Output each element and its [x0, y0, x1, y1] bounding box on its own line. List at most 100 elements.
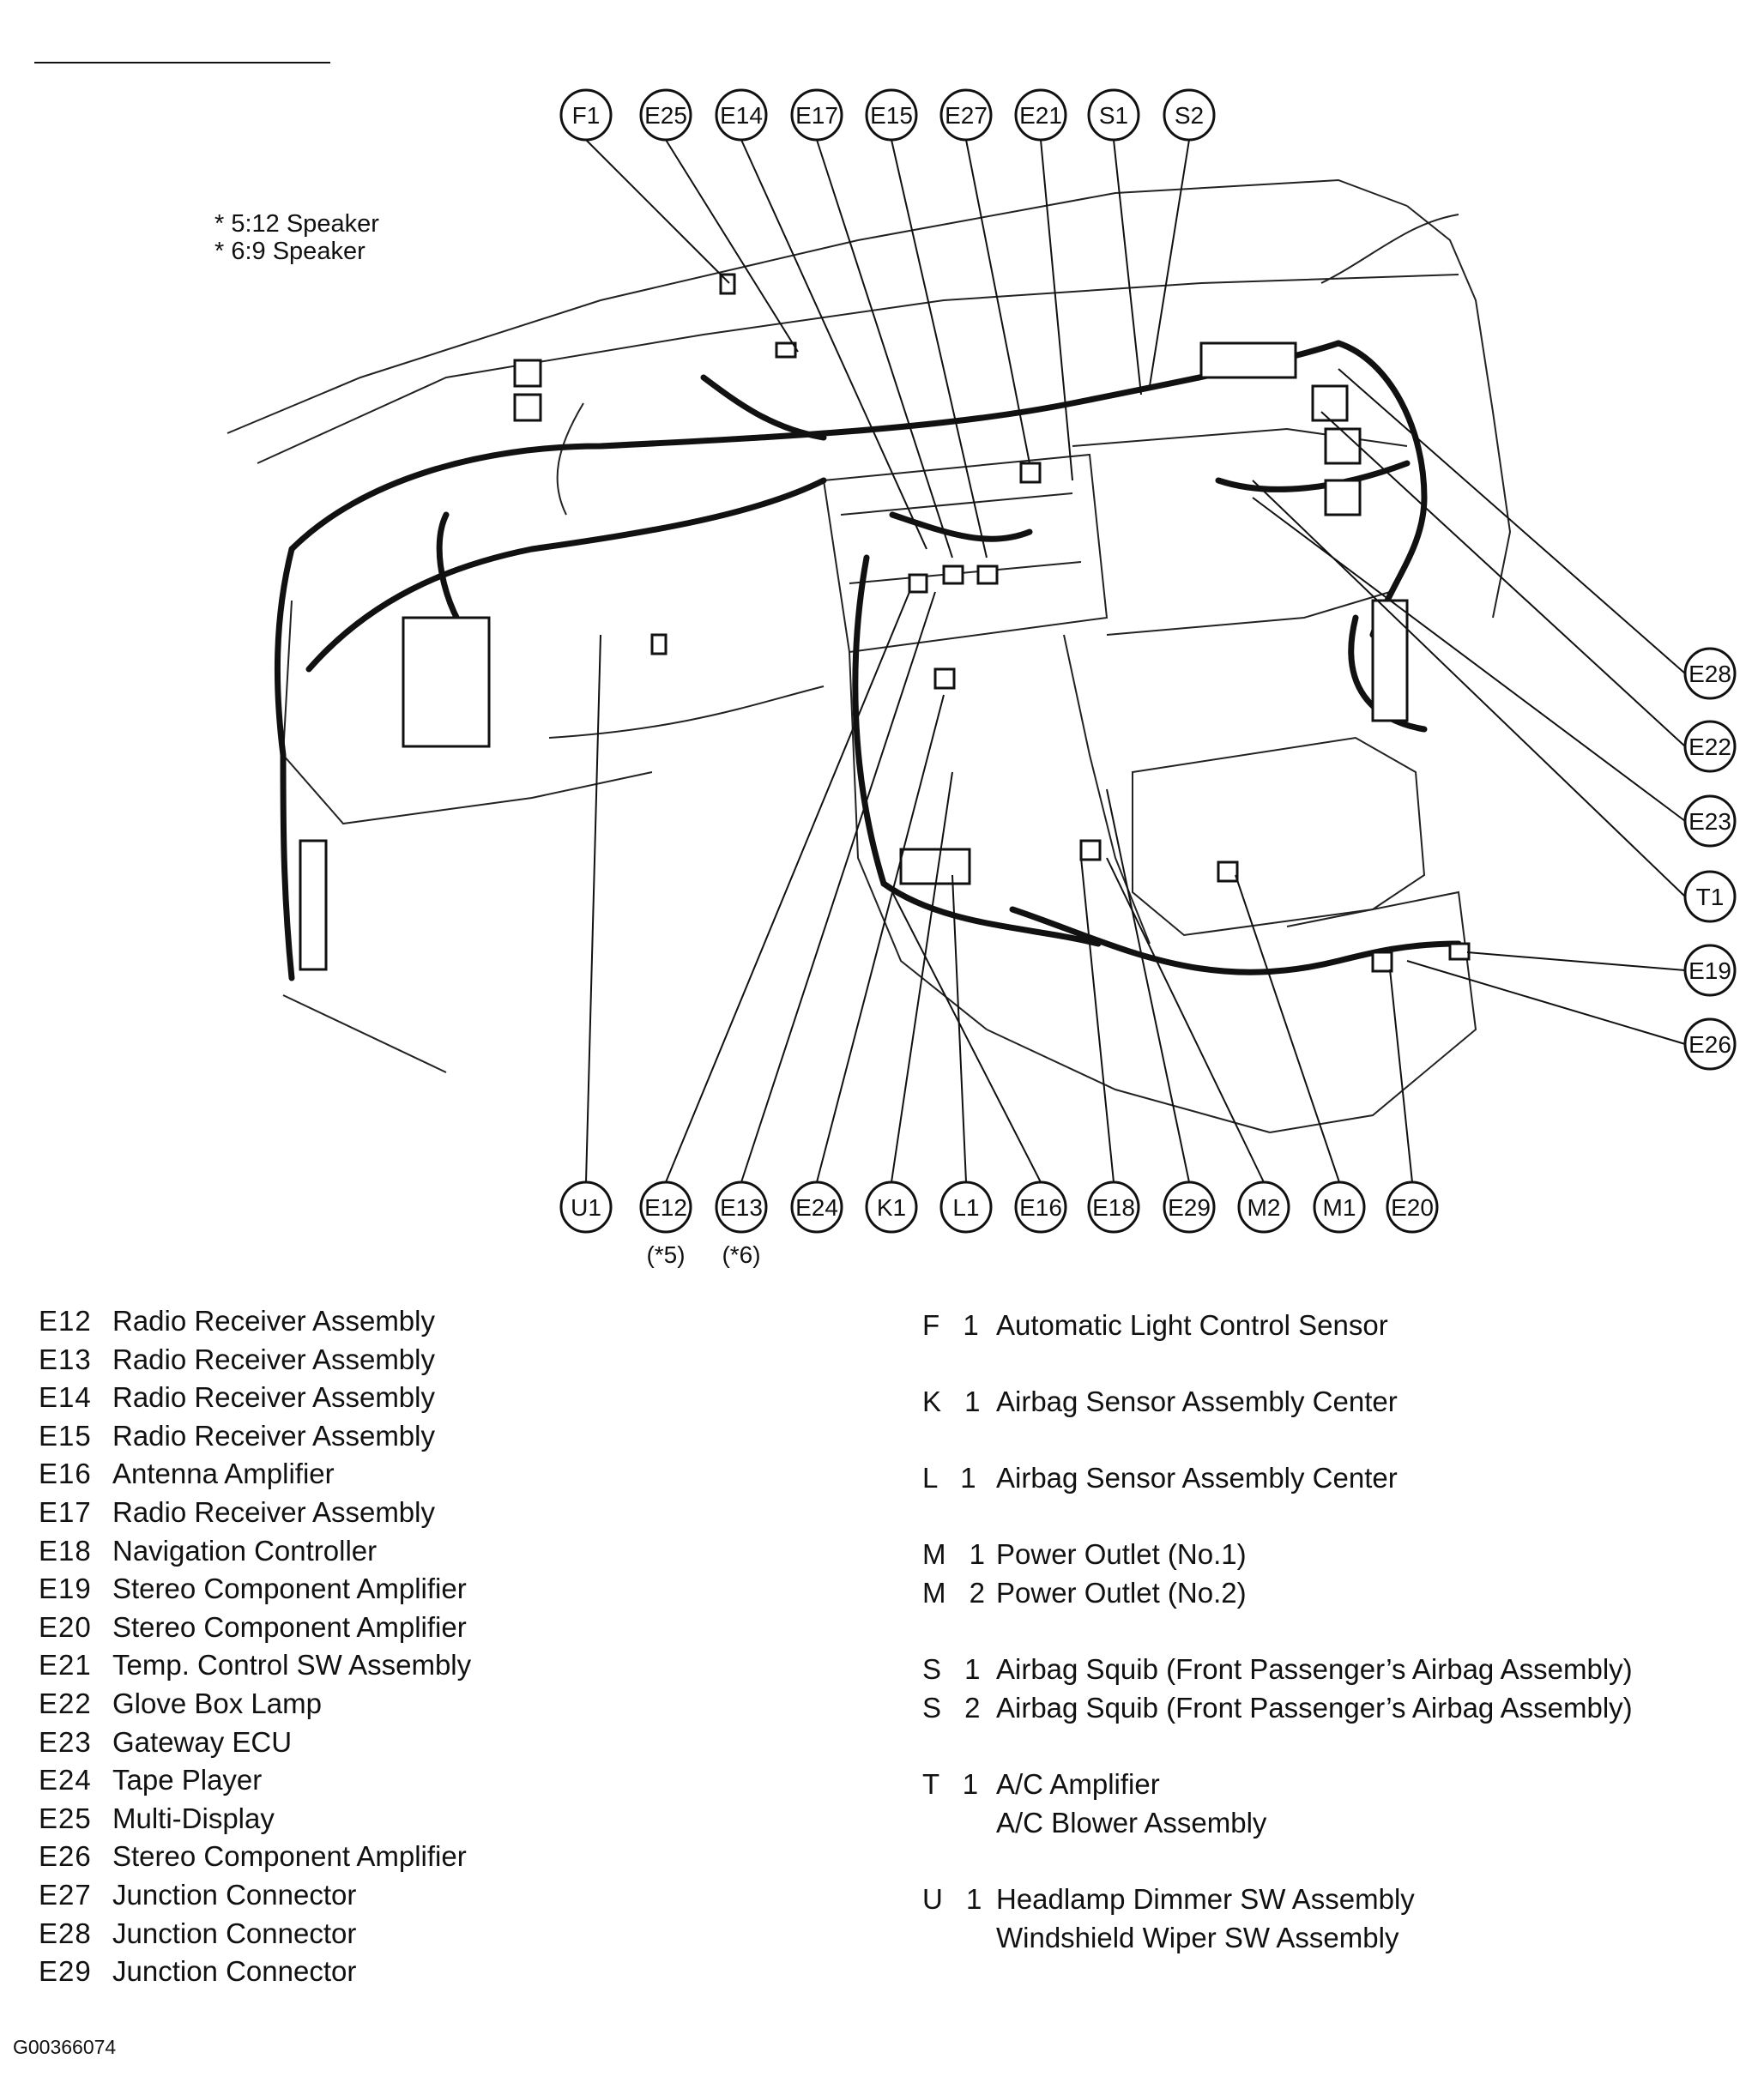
- connector: [1019, 462, 1042, 484]
- callout-e20: E20: [1386, 1180, 1439, 1234]
- leader-line: [1113, 139, 1142, 395]
- legend-desc: Airbag Sensor Assembly Center: [996, 1462, 1398, 1494]
- callout-circle: [790, 1180, 843, 1234]
- callout-e13: E13(*6): [715, 1180, 768, 1268]
- callout-label: E16: [1019, 1194, 1062, 1221]
- legend-desc: Stereo Component Amplifier: [112, 1610, 467, 1643]
- callout-circle: [1237, 1180, 1290, 1234]
- callout-e26: E26: [1683, 1017, 1737, 1071]
- legend-code: E19: [39, 1573, 92, 1605]
- callout-label: E21: [1019, 102, 1062, 129]
- main-harness-lower: [305, 477, 827, 673]
- legend-code: L 1: [922, 1462, 976, 1494]
- legend-desc: Radio Receiver Assembly: [112, 1305, 435, 1337]
- connector: [719, 273, 736, 295]
- connector: [1448, 942, 1471, 961]
- callout-l1: L1: [939, 1180, 993, 1234]
- glovebox-edge: [1072, 427, 1408, 447]
- connector: [1199, 341, 1297, 379]
- legend-desc: Airbag Squib (Front Passenger’s Airbag A…: [996, 1692, 1633, 1724]
- legend-code: E23: [39, 1725, 92, 1758]
- leader-line: [816, 694, 945, 1183]
- connector: [942, 565, 964, 585]
- legend-code: E17: [39, 1495, 92, 1528]
- connector: [775, 341, 797, 359]
- callout-circle: [639, 88, 692, 142]
- legend-desc: Antenna Amplifier: [112, 1458, 335, 1490]
- connector: [299, 839, 328, 971]
- callout-e12: E12(*5): [639, 1180, 692, 1268]
- callout-circle: [1087, 1180, 1140, 1234]
- leader-line: [1235, 874, 1340, 1183]
- callout-label: E14: [720, 102, 763, 129]
- callout-circle: [1683, 944, 1737, 997]
- leader-line: [891, 891, 1042, 1183]
- dash-upper-line: [257, 274, 1459, 464]
- legend-desc: Junction Connector: [112, 1917, 357, 1949]
- legend-code: E25: [39, 1802, 92, 1834]
- harness-upper-branch: [700, 374, 827, 441]
- legend-desc: A/C Amplifier: [996, 1768, 1160, 1800]
- callout-label: E13: [720, 1194, 763, 1221]
- callout-t1: T1: [1683, 870, 1737, 923]
- callout-label: E17: [795, 102, 838, 129]
- leader-line: [1149, 139, 1190, 387]
- callout-circle: [1163, 1180, 1216, 1234]
- callout-circle: [1014, 88, 1067, 142]
- legend-desc: Navigation Controller: [112, 1534, 378, 1567]
- callout-label: L1: [952, 1194, 979, 1221]
- callout-e24: E24: [790, 1180, 843, 1234]
- legend-code: E20: [39, 1610, 92, 1643]
- connector: [976, 565, 999, 585]
- callout-e16: E16: [1014, 1180, 1067, 1234]
- connector: [933, 667, 956, 690]
- callout-circle: [1087, 88, 1140, 142]
- legend-desc: Tape Player: [112, 1764, 263, 1796]
- figure-id: G00366074: [13, 2036, 117, 2058]
- legend-desc: Radio Receiver Assembly: [112, 1381, 435, 1414]
- callout-m2: M2: [1237, 1180, 1290, 1234]
- console-rear: [1269, 891, 1477, 1133]
- connector: [1217, 860, 1239, 883]
- leader-line: [1320, 411, 1686, 747]
- callout-label: S1: [1099, 102, 1128, 129]
- callout-label: E28: [1688, 661, 1731, 687]
- legend-desc: Headlamp Dimmer SW Assembly: [996, 1883, 1415, 1915]
- harness-center-wrap: [889, 511, 1033, 542]
- callout-e19: E19: [1683, 944, 1737, 997]
- legend-code: E15: [39, 1419, 92, 1452]
- callout-label: E15: [870, 102, 913, 129]
- center-console-right: [1063, 634, 1151, 945]
- center-stack-inner: [840, 492, 1073, 516]
- callout-label: E25: [644, 102, 687, 129]
- harness-right-loop: [1348, 614, 1428, 733]
- legend-desc: Radio Receiver Assembly: [112, 1419, 435, 1452]
- callout-circle: [1313, 1180, 1366, 1234]
- harness-pass-side: [1215, 460, 1411, 492]
- leader-line: [1040, 139, 1073, 481]
- callout-label: E26: [1688, 1031, 1731, 1058]
- legend-code: E27: [39, 1878, 92, 1911]
- legend-desc: Power Outlet (No.1): [996, 1538, 1247, 1570]
- callout-s2: S2: [1163, 88, 1216, 142]
- callout-label: M1: [1323, 1194, 1356, 1221]
- callout-label: M2: [1247, 1194, 1281, 1221]
- callout-e22: E22: [1683, 720, 1737, 773]
- callout-circle: [559, 1180, 613, 1234]
- hvac-duct-left: [556, 402, 584, 516]
- leader-lines: [585, 139, 1686, 1183]
- callout-circle: [865, 1180, 918, 1234]
- callout-circle: [715, 88, 768, 142]
- callout-e14: E14: [715, 88, 768, 142]
- callout-circle: [1683, 720, 1737, 773]
- leader-line: [1106, 788, 1190, 1183]
- legend-code: E26: [39, 1840, 92, 1873]
- callout-e27: E27: [939, 88, 993, 142]
- harness-left-drop: [274, 546, 295, 981]
- callout-label: E20: [1391, 1194, 1434, 1221]
- callout-e17: E17: [790, 88, 843, 142]
- connector: [402, 616, 491, 748]
- callout-e28: E28: [1683, 647, 1737, 700]
